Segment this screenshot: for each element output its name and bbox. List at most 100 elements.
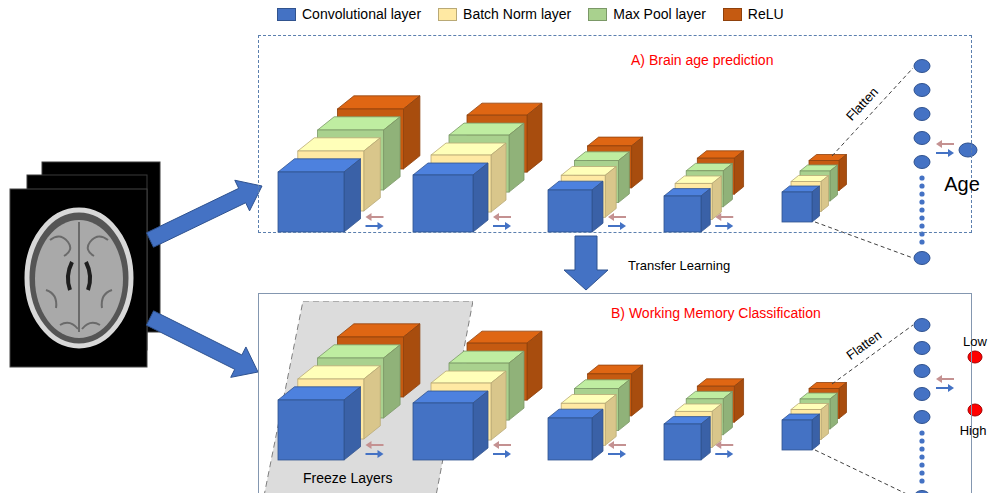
- output-layer: [936, 351, 982, 416]
- flow-arrow-head: [948, 149, 954, 157]
- legend-swatch: [438, 8, 457, 21]
- layer-block: [413, 103, 542, 232]
- legend-item: Convolutional layer: [277, 6, 421, 22]
- cube-side: [527, 331, 542, 400]
- class-label: Low: [963, 334, 987, 349]
- mri-stack: [10, 162, 160, 367]
- flow-arrow-head: [936, 375, 942, 383]
- legend-text: Batch Norm layer: [463, 6, 571, 22]
- cube-side: [723, 163, 732, 206]
- ventricle: [68, 262, 72, 290]
- cube-side: [839, 155, 847, 191]
- neuron: [914, 132, 930, 145]
- neuron-dot: [919, 470, 924, 475]
- cube-side: [509, 123, 524, 192]
- flow-arrow: [371, 444, 384, 446]
- cube-side: [491, 371, 506, 440]
- region-outline: [263, 301, 473, 493]
- flow-arrow: [366, 225, 379, 227]
- cube-side: [701, 417, 710, 460]
- cube-side: [632, 365, 643, 416]
- layer-block: [664, 151, 744, 232]
- cube-front: [782, 420, 812, 450]
- neuron-dot: [919, 175, 924, 180]
- neuron-dot: [919, 239, 924, 244]
- neuron: [914, 388, 930, 401]
- cube-side: [830, 165, 838, 201]
- flow-arrow-head: [727, 222, 733, 230]
- neuron: [914, 108, 930, 121]
- legend-swatch: [277, 8, 296, 21]
- flow-arrow-head: [948, 384, 954, 392]
- cube-side: [812, 186, 820, 222]
- cube-side: [527, 103, 542, 172]
- cube-side: [491, 143, 506, 212]
- cube-side: [830, 393, 838, 429]
- output-label: Age: [944, 173, 980, 196]
- cube-side: [618, 152, 629, 203]
- flow-arrow-head: [620, 450, 626, 458]
- cube-side: [592, 409, 603, 460]
- flow-arrow-head: [715, 213, 721, 221]
- flow-arrow-head: [727, 450, 733, 458]
- brain-fold: [78, 222, 80, 332]
- class-neuron: [968, 404, 982, 416]
- flatten-line: [815, 222, 913, 258]
- flow-arrow-head: [608, 441, 614, 449]
- brain-fold: [46, 290, 56, 308]
- panel-box: B) Working Memory ClassificationFreeze L…: [258, 293, 972, 493]
- flow-arrow-head: [936, 140, 942, 148]
- cube-side: [344, 387, 361, 460]
- cube-side: [821, 176, 829, 212]
- flow-arrow-head: [366, 213, 372, 221]
- cube-front: [413, 403, 473, 460]
- cube-side: [723, 391, 732, 434]
- cube-side: [605, 395, 616, 446]
- flow-arrow: [608, 225, 621, 227]
- neuron: [914, 252, 930, 265]
- layer-block: [278, 96, 420, 232]
- cube-side: [734, 379, 743, 422]
- legend-text: Convolutional layer: [302, 6, 421, 22]
- cube-side: [839, 383, 847, 419]
- brain: [35, 220, 123, 338]
- input-arrow: [147, 180, 262, 247]
- brain-fold: [102, 290, 112, 308]
- neuron-dot: [919, 191, 924, 196]
- mri-slice: [10, 189, 147, 367]
- legend-item: ReLU: [723, 6, 784, 22]
- layer-block: [664, 379, 744, 460]
- cube-side: [364, 366, 381, 439]
- neuron-column: [914, 60, 930, 265]
- cube-side: [509, 351, 524, 420]
- cube-side: [701, 189, 710, 232]
- flow-arrow: [715, 225, 728, 227]
- cube-side: [384, 345, 401, 418]
- cube-front: [548, 190, 592, 232]
- input-arrow: [146, 311, 258, 378]
- flow-arrow: [715, 453, 728, 455]
- flow-arrow: [493, 225, 506, 227]
- flow-arrow-head: [620, 222, 626, 230]
- cube-side: [403, 324, 420, 397]
- legend-swatch: [588, 8, 607, 21]
- flow-arrow: [366, 453, 379, 455]
- neuron-dot: [919, 215, 924, 220]
- neuron-dot: [919, 478, 924, 483]
- neuron: [914, 84, 930, 97]
- cube-front: [278, 400, 344, 460]
- cube-side: [473, 163, 488, 232]
- cube-side: [344, 159, 361, 232]
- neuron-column: [914, 319, 930, 493]
- flow-arrow: [608, 453, 621, 455]
- layer-block: [548, 365, 643, 460]
- flow-arrow: [498, 444, 511, 446]
- cube-side: [821, 404, 829, 440]
- neuron: [914, 342, 930, 355]
- layer-block: [548, 137, 643, 232]
- flow-arrow: [613, 444, 626, 446]
- cube-front: [413, 175, 473, 232]
- layer-block: [782, 155, 847, 223]
